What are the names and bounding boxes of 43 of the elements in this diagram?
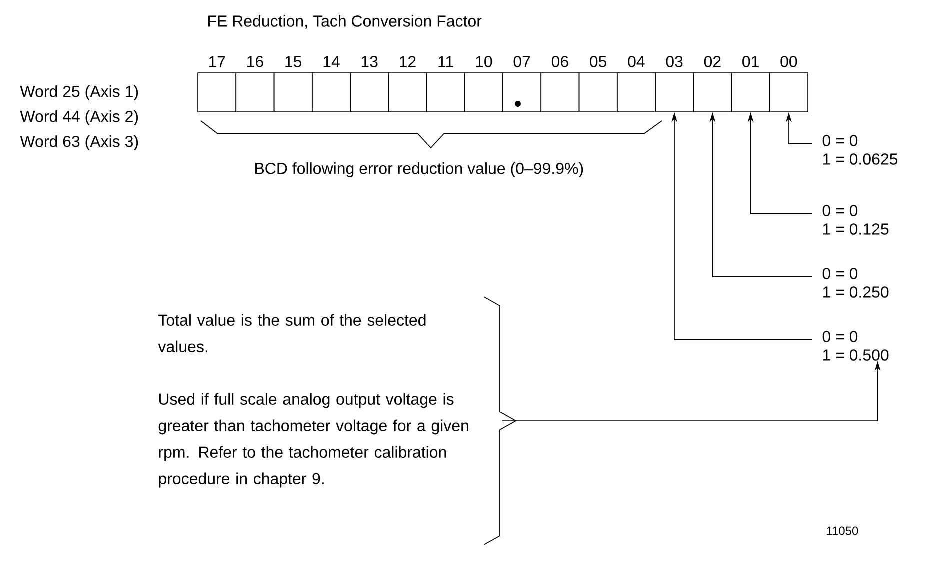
word-label: Word 44 (Axis 2) xyxy=(20,110,138,126)
node-label: 02 xyxy=(704,56,721,68)
node-label: 05 xyxy=(590,56,607,68)
title: FE Reduction, Tach Conversion Factor xyxy=(208,15,482,29)
bit-cell: 03 xyxy=(655,56,694,112)
node-label: 11 xyxy=(438,56,454,68)
bit-cell: 04 xyxy=(616,56,656,112)
node-label: 16 xyxy=(248,56,264,68)
bit-cell: 11 xyxy=(426,56,466,112)
node-label: 06 xyxy=(552,56,568,68)
bit-cell: 13 xyxy=(350,56,390,112)
bit-cell: 00 xyxy=(769,56,808,112)
bit-cell: 05 xyxy=(578,56,618,112)
node-label: 10 xyxy=(476,56,492,68)
bit-cell: 02 xyxy=(693,56,732,112)
value-text: 0 = 0 1 = 0.125 xyxy=(822,205,889,235)
word-label: Word 25 (Axis 1) xyxy=(20,86,138,100)
node-label: 12 xyxy=(400,56,416,68)
value-text: 0 = 0 1 = 0.250 xyxy=(822,268,889,298)
node-label: 13 xyxy=(362,56,378,68)
value-text: 0 = 0 1 = 0.0625 xyxy=(822,135,898,165)
bit-cell: 06 xyxy=(540,56,580,112)
node-label: 00 xyxy=(780,56,798,68)
bit-cell: 15 xyxy=(274,56,313,112)
bracket-label: BCD following error reduction value (0–99.9%) xyxy=(256,162,584,178)
bit-cell: 14 xyxy=(312,56,351,112)
word-label: Word 63 (Axis 3) xyxy=(20,136,138,150)
value-text: 0 = 0 1 = 0.500 xyxy=(822,331,889,361)
node-label: 15 xyxy=(286,56,302,68)
node-label: 17 xyxy=(209,56,226,68)
bit-cell: 10 xyxy=(464,56,504,112)
node-label: 01 xyxy=(742,56,759,68)
node-label: 03 xyxy=(666,56,683,68)
bit-cell: 16 xyxy=(236,56,275,112)
node-label: 14 xyxy=(324,56,340,68)
bit-cell: 01 xyxy=(731,56,770,112)
node-label: 07 xyxy=(514,56,530,68)
figure-number: 11050 xyxy=(827,526,858,536)
bit-cell: 07 xyxy=(502,56,542,112)
bit-cell: 17 xyxy=(198,56,237,112)
bit-cell: 12 xyxy=(388,56,428,112)
node-label: 04 xyxy=(628,56,645,68)
note-text: Total value is the sum of the selected values. Used if full scale analog output voltage is greater than tachometer voltage for a given rpm. Refer to the tachometer calibration procedure in chapter 9. xyxy=(158,314,468,488)
